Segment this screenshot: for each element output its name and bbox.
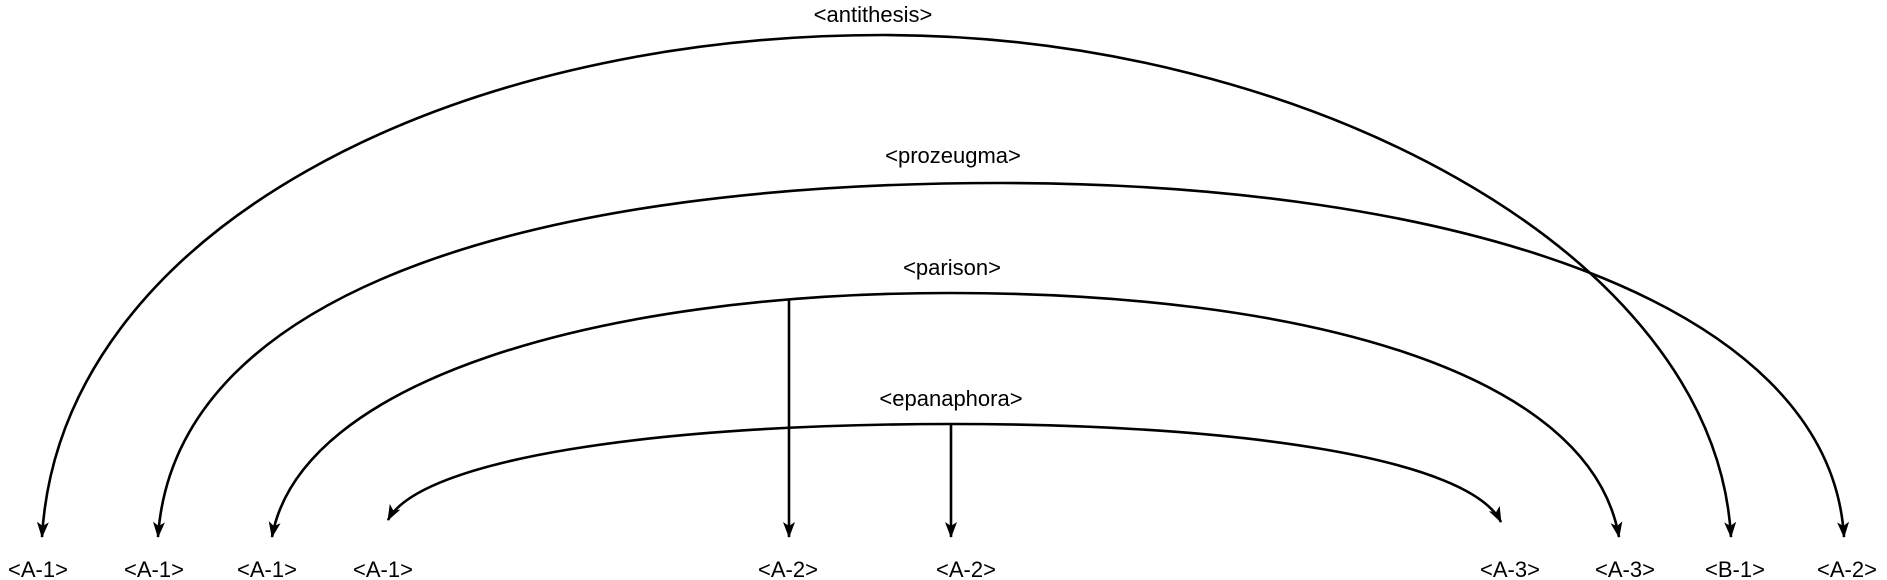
relation-label-antithesis: <antithesis> <box>814 2 933 27</box>
epanaphora-arc-left <box>386 422 952 521</box>
node-label: <A-3> <box>1595 557 1655 580</box>
relation-label-epanaphora: <epanaphora> <box>879 386 1022 411</box>
antithesis-arc-left <box>36 33 884 538</box>
node-label: <A-3> <box>1480 557 1540 580</box>
prozeugma-arc-left <box>153 181 1001 538</box>
node-label: <B-1> <box>1705 557 1765 580</box>
relation-label-parison: <parison> <box>903 255 1001 280</box>
node-label: <A-2> <box>1817 557 1877 580</box>
node-label: <A-1> <box>237 557 297 580</box>
epanaphora-arc-right <box>950 422 1503 523</box>
antithesis-arc-right <box>882 33 1737 538</box>
parison-arc-left <box>268 291 951 538</box>
node-label: <A-1> <box>353 557 413 580</box>
node-label: <A-2> <box>936 557 996 580</box>
node-label: <A-1> <box>8 557 68 580</box>
relation-label-prozeugma: <prozeugma> <box>885 143 1021 168</box>
node-label: <A-1> <box>124 557 184 580</box>
prozeugma-arc-right <box>999 181 1850 538</box>
node-label: <A-2> <box>758 557 818 580</box>
parison-arc-right <box>949 291 1623 538</box>
